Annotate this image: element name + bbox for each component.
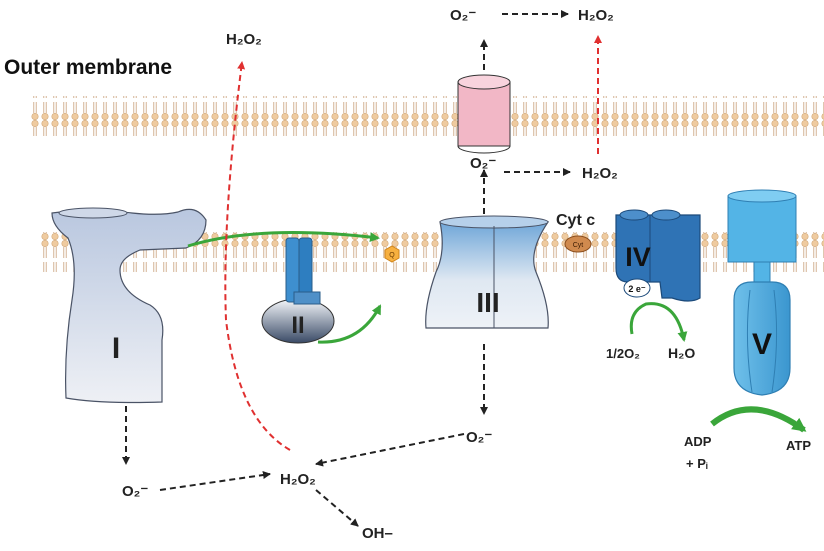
h2o2-mid-right: H₂O₂	[582, 165, 618, 182]
complex-i: I	[51, 207, 207, 404]
arrow-adp-to-atp	[710, 406, 807, 433]
cyt-chip-label: Cyt	[573, 242, 584, 249]
complex-iv-label: IV	[625, 242, 651, 272]
o2-minus-top: O₂⁻	[450, 7, 476, 24]
o2-minus-left: O₂⁻	[122, 483, 148, 500]
o2-minus-mid: O₂⁻	[470, 155, 496, 172]
two-electron-badge	[623, 278, 651, 298]
h2o2-top-right: H₂O₂	[578, 7, 614, 24]
oh-minus-label: OH–	[362, 525, 393, 542]
o2-minus-right: O₂⁻	[466, 429, 492, 446]
atp-label: ATP	[786, 438, 811, 453]
complex-ii-label: II	[291, 312, 304, 339]
complex-ii: II	[261, 237, 335, 344]
outer-membrane	[30, 96, 824, 136]
h2o-label: H₂O	[668, 345, 695, 361]
arrow-o2-right-to-h2o2	[315, 433, 465, 467]
ubiquinone-label: Q	[389, 252, 395, 259]
h2o2-top-left: H₂O₂	[226, 31, 262, 48]
arrow-complex-ii-to-q	[317, 304, 382, 344]
half-o2-label: 1/2O₂	[606, 346, 640, 361]
outer-membrane-label: Outer membrane	[4, 56, 173, 79]
arrow-h2o2-to-oh	[315, 489, 359, 527]
cytc-label: Cyt c	[556, 212, 595, 229]
complex-v-label: V	[752, 328, 772, 361]
two-electron-label: 2 e⁻	[628, 284, 646, 294]
complex-iii-label: III	[476, 287, 499, 318]
ubiquinone: Q	[384, 245, 400, 263]
complex-v: V	[727, 189, 797, 396]
red-arrow-left	[224, 61, 291, 451]
outer-membrane-channel	[457, 74, 511, 154]
cytochrome-c: Cyt	[564, 235, 592, 253]
arrow-o2-left-to-h2o2	[159, 471, 271, 491]
arrow-complex-i-to-q	[187, 231, 380, 248]
pi-label: + Pᵢ	[686, 456, 708, 471]
complex-i-label: I	[112, 332, 120, 365]
complex-iii: III	[425, 215, 550, 329]
arrow-oxygen-to-water	[629, 302, 688, 342]
complex-iv: IV 2 e⁻	[615, 209, 701, 302]
adp-label: ADP	[684, 434, 712, 449]
h2o2-center: H₂O₂	[280, 471, 316, 488]
